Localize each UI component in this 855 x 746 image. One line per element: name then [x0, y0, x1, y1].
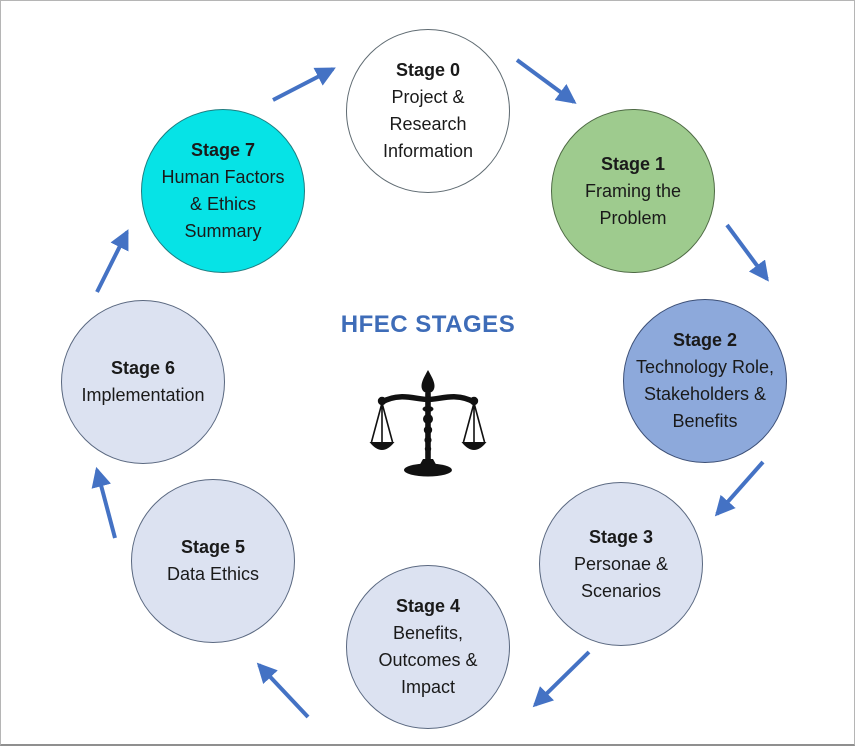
stage-4-circle: Stage 4 Benefits, Outcomes & Impact: [346, 565, 510, 729]
stage-6-title: Stage 6: [110, 358, 176, 378]
stage-3-title: Stage 3: [588, 526, 654, 547]
stage-1-title: Stage 1: [600, 153, 666, 174]
arrow-stage4-to-stage5: [256, 662, 310, 719]
stage-5-title: Stage 5: [180, 537, 246, 557]
arrow-stage7-to-stage0: [272, 67, 336, 102]
arrow-stage1-to-stage2: [725, 223, 769, 282]
stage-3-circle: Stage 3 Personae & Scenarios: [539, 482, 703, 646]
stage-0-title: Stage 0: [395, 60, 461, 80]
stage-6-circle: Stage 6 Implementation: [61, 300, 225, 464]
stage-3-label: Personae & Scenarios: [573, 553, 669, 601]
stage-7-label: Human Factors & Ethics Summary: [161, 167, 285, 241]
stage-2-title: Stage 2: [672, 330, 738, 350]
stage-5-label: Data Ethics: [166, 564, 260, 584]
arrow-stage3-to-stage4: [532, 650, 591, 708]
arrow-stage0-to-stage1: [515, 58, 577, 104]
balance-scales-icon: [369, 370, 487, 477]
stage-2-label: Technology Role, Stakeholders & Benefits: [635, 357, 775, 431]
arrow-stage5-to-stage6: [91, 466, 117, 539]
arrow-stage6-to-stage7: [95, 229, 129, 293]
stage-1-circle: Stage 1 Framing the Problem: [551, 109, 715, 273]
diagram-title: HFEC STAGES: [340, 311, 516, 338]
stage-7-title: Stage 7: [190, 140, 256, 160]
stage-0-label: Project & Research Information: [382, 87, 474, 161]
stage-5-circle: Stage 5 Data Ethics: [131, 479, 295, 643]
stage-7-circle: Stage 7 Human Factors & Ethics Summary: [141, 109, 305, 273]
stage-4-label: Benefits, Outcomes & Impact: [378, 623, 478, 697]
arrow-stage2-to-stage3: [714, 460, 765, 517]
stage-4-title: Stage 4: [395, 596, 461, 616]
stage-1-label: Framing the Problem: [584, 180, 682, 228]
stage-6-label: Implementation: [81, 385, 205, 405]
stage-2-circle: Stage 2 Technology Role, Stakeholders & …: [623, 299, 787, 463]
stage-0-circle: Stage 0 Project & Research Information: [346, 29, 510, 193]
